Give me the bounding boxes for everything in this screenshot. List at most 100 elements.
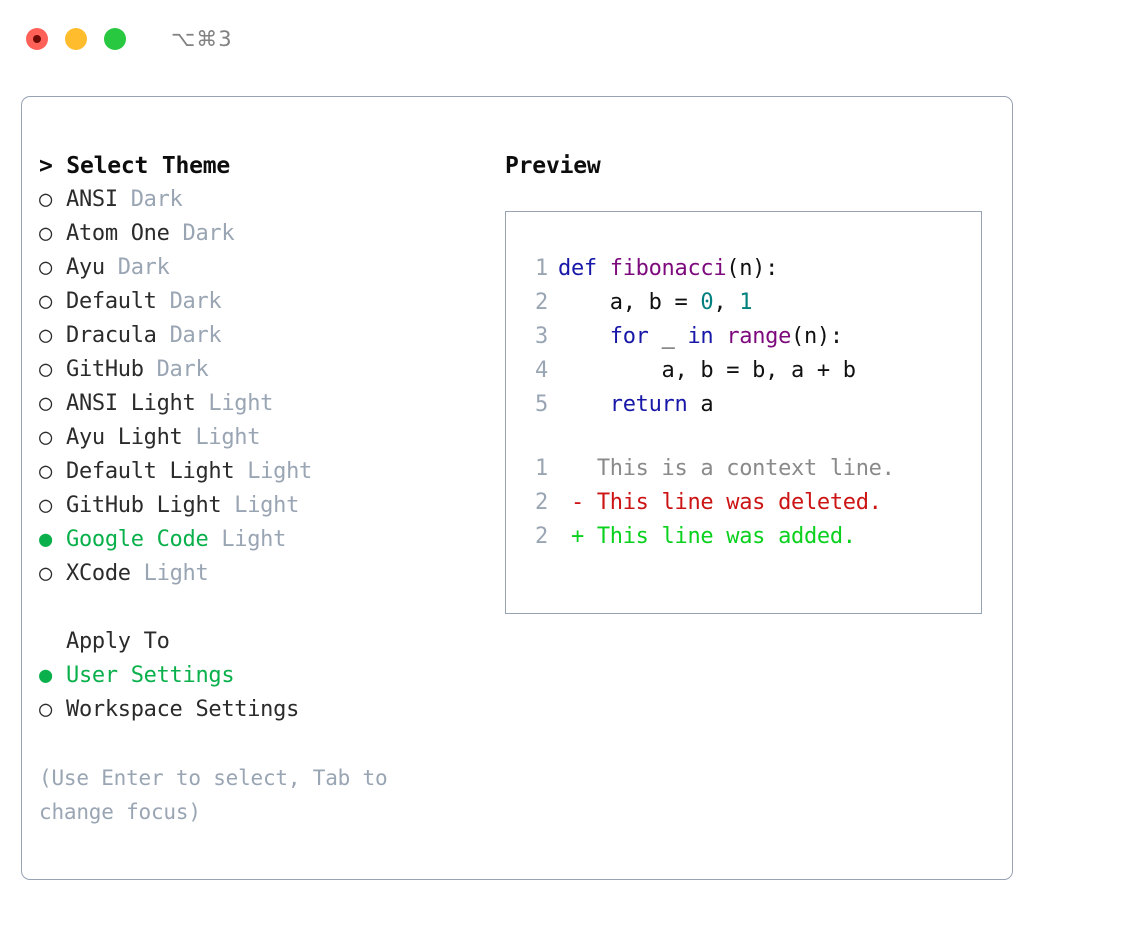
code-line-number: 5 bbox=[535, 392, 548, 417]
theme-option-variant: Light bbox=[195, 391, 274, 416]
code-token-plain: a bbox=[687, 392, 714, 417]
diff-line-number: 1 bbox=[535, 456, 548, 481]
theme-option[interactable]: ○Atom One Dark bbox=[39, 217, 492, 251]
apply-to-option-label: User Settings bbox=[66, 663, 235, 688]
radio-selected-icon: ● bbox=[39, 663, 52, 688]
zoom-button[interactable] bbox=[104, 28, 126, 50]
theme-option-variant: Dark bbox=[156, 323, 222, 348]
radio-unselected-icon: ○ bbox=[39, 425, 52, 450]
theme-option-variant: Dark bbox=[169, 221, 235, 246]
apply-to-option[interactable]: ○Workspace Settings bbox=[39, 693, 492, 727]
keyboard-hint-text: (Use Enter to select, Tab to change focu… bbox=[39, 766, 400, 824]
theme-option-variant: Light bbox=[208, 527, 287, 552]
code-token-plain: a, b = b, a + b bbox=[558, 358, 857, 383]
theme-option-name: GitHub Light bbox=[66, 493, 222, 518]
theme-option-variant: Light bbox=[130, 561, 209, 586]
code-line-number: 3 bbox=[535, 324, 548, 349]
diff-line: 2 - This line was deleted. bbox=[506, 486, 981, 520]
theme-option-name: Default bbox=[66, 289, 157, 314]
code-line: 1 def fibonacci(n): bbox=[506, 252, 981, 286]
theme-option[interactable]: ● Google Code Light bbox=[39, 523, 492, 557]
theme-option[interactable]: ○XCode Light bbox=[39, 557, 492, 591]
code-token-plain: (n): bbox=[726, 256, 779, 281]
code-token-plain: _ bbox=[648, 324, 688, 349]
diff-line-text-del: - This line was deleted. bbox=[558, 490, 882, 515]
apply-to-list: ● User Settings ○Workspace Settings bbox=[39, 659, 492, 727]
theme-option-variant: Dark bbox=[117, 187, 183, 212]
code-token-kw: def bbox=[558, 256, 610, 281]
radio-selected-icon: ● bbox=[39, 527, 52, 552]
diff-line-number: 2 bbox=[535, 524, 548, 549]
theme-option[interactable]: ○ ANSI Dark bbox=[39, 183, 492, 217]
theme-option[interactable]: ○ Dracula Dark bbox=[39, 319, 492, 353]
theme-option[interactable]: ○ ANSI Light Light bbox=[39, 387, 492, 421]
theme-option-variant: Dark bbox=[156, 289, 222, 314]
code-token-plain bbox=[558, 324, 610, 349]
code-token-num: 1 bbox=[739, 290, 753, 315]
radio-unselected-icon: ○ bbox=[39, 493, 52, 518]
diff-sample: 1 This is a context line.2 - This line w… bbox=[506, 452, 981, 554]
code-token-kw: in bbox=[687, 324, 714, 349]
code-token-plain bbox=[713, 324, 726, 349]
theme-option[interactable]: ○ Default Dark bbox=[39, 285, 492, 319]
theme-option[interactable]: ○ Default Light Light bbox=[39, 455, 492, 489]
apply-to-heading: Apply To bbox=[66, 629, 170, 654]
minimize-button[interactable] bbox=[65, 28, 87, 50]
code-token-plain: (n): bbox=[791, 324, 843, 349]
theme-option-name: ANSI Light bbox=[66, 391, 196, 416]
preview-heading: Preview bbox=[505, 153, 601, 179]
radio-unselected-icon: ○ bbox=[39, 187, 52, 212]
radio-unselected-icon: ○ bbox=[39, 255, 52, 280]
close-button[interactable] bbox=[26, 28, 48, 50]
theme-option-name: Default Light bbox=[66, 459, 235, 484]
code-token-plain bbox=[558, 392, 610, 417]
code-line-number: 4 bbox=[535, 358, 548, 383]
theme-option-name: ANSI bbox=[66, 187, 118, 212]
code-line: 3 for _ in range(n): bbox=[506, 320, 981, 354]
code-line-number: 1 bbox=[535, 256, 548, 281]
theme-option[interactable]: ○GitHub Dark bbox=[39, 353, 492, 387]
apply-to-option[interactable]: ● User Settings bbox=[39, 659, 492, 693]
code-token-fn: fibonacci bbox=[609, 256, 727, 281]
title-bar: ⌥⌘3 bbox=[0, 0, 1140, 78]
diff-line: 1 This is a context line. bbox=[506, 452, 981, 486]
select-theme-heading: > Select Theme bbox=[39, 153, 231, 179]
theme-option[interactable]: ○ GitHub Light Light bbox=[39, 489, 492, 523]
theme-option-variant: Dark bbox=[143, 357, 209, 382]
code-line: 5 return a bbox=[506, 388, 981, 422]
radio-unselected-icon: ○ bbox=[39, 289, 52, 314]
theme-option[interactable]: ○ Ayu Dark bbox=[39, 251, 492, 285]
radio-unselected-icon: ○ bbox=[39, 459, 52, 484]
theme-option-name: Atom One bbox=[66, 221, 170, 246]
radio-unselected-icon: ○ bbox=[39, 391, 52, 416]
theme-option-name: Ayu bbox=[66, 255, 105, 280]
code-token-kw: return bbox=[609, 392, 688, 417]
radio-unselected-icon: ○ bbox=[39, 561, 52, 586]
theme-option-variant: Light bbox=[182, 425, 261, 450]
diff-line: 2 + This line was added. bbox=[506, 520, 981, 554]
code-token-plain: a, b = bbox=[558, 290, 701, 315]
radio-unselected-icon: ○ bbox=[39, 323, 52, 348]
theme-option-name: Google Code bbox=[66, 527, 209, 552]
keyboard-shortcut-label: ⌥⌘3 bbox=[171, 27, 233, 51]
code-token-kw: for bbox=[609, 324, 649, 349]
code-token-fn: range bbox=[726, 324, 792, 349]
diff-line-text-add: + This line was added. bbox=[558, 524, 856, 549]
theme-option[interactable]: ○ Ayu Light Light bbox=[39, 421, 492, 455]
theme-list: ○ANSI Dark○Atom One Dark○Ayu Dark○Defaul… bbox=[39, 183, 492, 591]
code-token-plain: , bbox=[713, 290, 740, 315]
code-diff-spacer bbox=[506, 422, 981, 452]
code-line-number: 2 bbox=[535, 290, 548, 315]
theme-option-variant: Dark bbox=[104, 255, 170, 280]
theme-option-variant: Light bbox=[234, 459, 312, 484]
window-controls bbox=[26, 28, 126, 50]
main-panel: > Select Theme ○ANSI Dark○Atom One Dark○… bbox=[21, 96, 1013, 880]
radio-unselected-icon: ○ bbox=[39, 697, 52, 722]
theme-option-name: Dracula bbox=[66, 323, 157, 348]
theme-option-variant: Light bbox=[221, 493, 300, 518]
theme-selection-column: > Select Theme ○ANSI Dark○Atom One Dark○… bbox=[22, 97, 492, 879]
theme-option-name: Ayu Light bbox=[66, 425, 183, 450]
